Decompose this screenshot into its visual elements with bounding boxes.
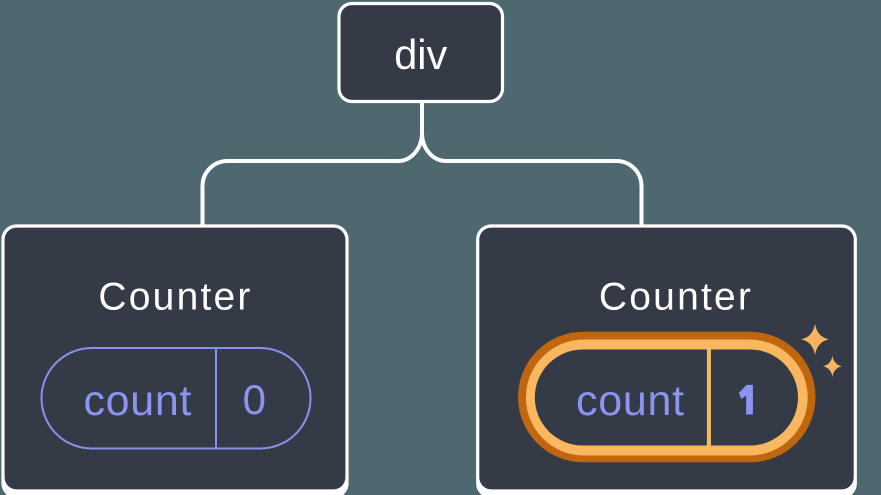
svg-text:Counter: Counter [599, 276, 753, 319]
svg-text:0: 0 [243, 376, 266, 423]
svg-text:count: count [83, 377, 192, 425]
svg-text:Counter: Counter [98, 276, 252, 319]
svg-text:div: div [394, 31, 447, 78]
svg-text:count: count [576, 377, 685, 425]
